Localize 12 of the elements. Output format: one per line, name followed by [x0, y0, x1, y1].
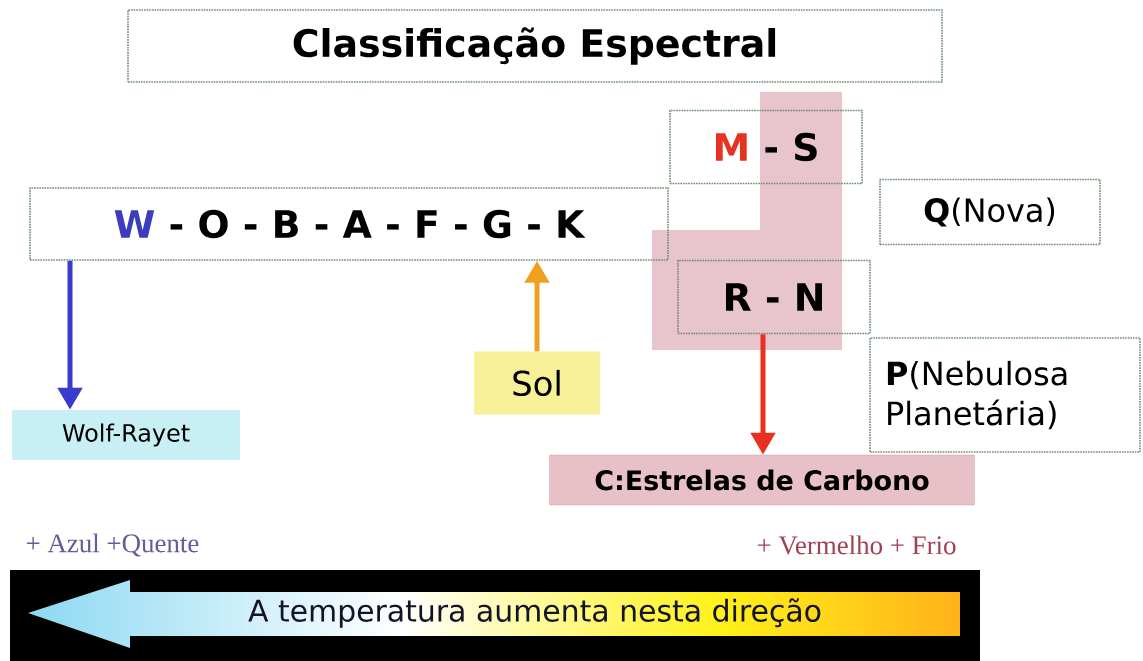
title-box: Classificação Espectral	[127, 9, 943, 83]
class-box: M - S	[669, 109, 863, 185]
note: + Vermelho + Frio	[757, 535, 956, 555]
class-box: Q(Nova)	[879, 178, 1101, 246]
spectral-sequence-box: W - O - B - A - F - G - K	[29, 187, 669, 261]
label-box: C:Estrelas de Carbono	[549, 454, 975, 506]
label-box: Sol	[474, 351, 600, 415]
class-box: P(Nebulosa Planetária)	[869, 337, 1141, 453]
bar-text: A temperatura aumenta nesta direção	[248, 598, 821, 628]
note: + Azul +Quente	[26, 533, 199, 557]
class-box: R - N	[677, 259, 871, 335]
label-box: Wolf-Rayet	[12, 410, 240, 460]
